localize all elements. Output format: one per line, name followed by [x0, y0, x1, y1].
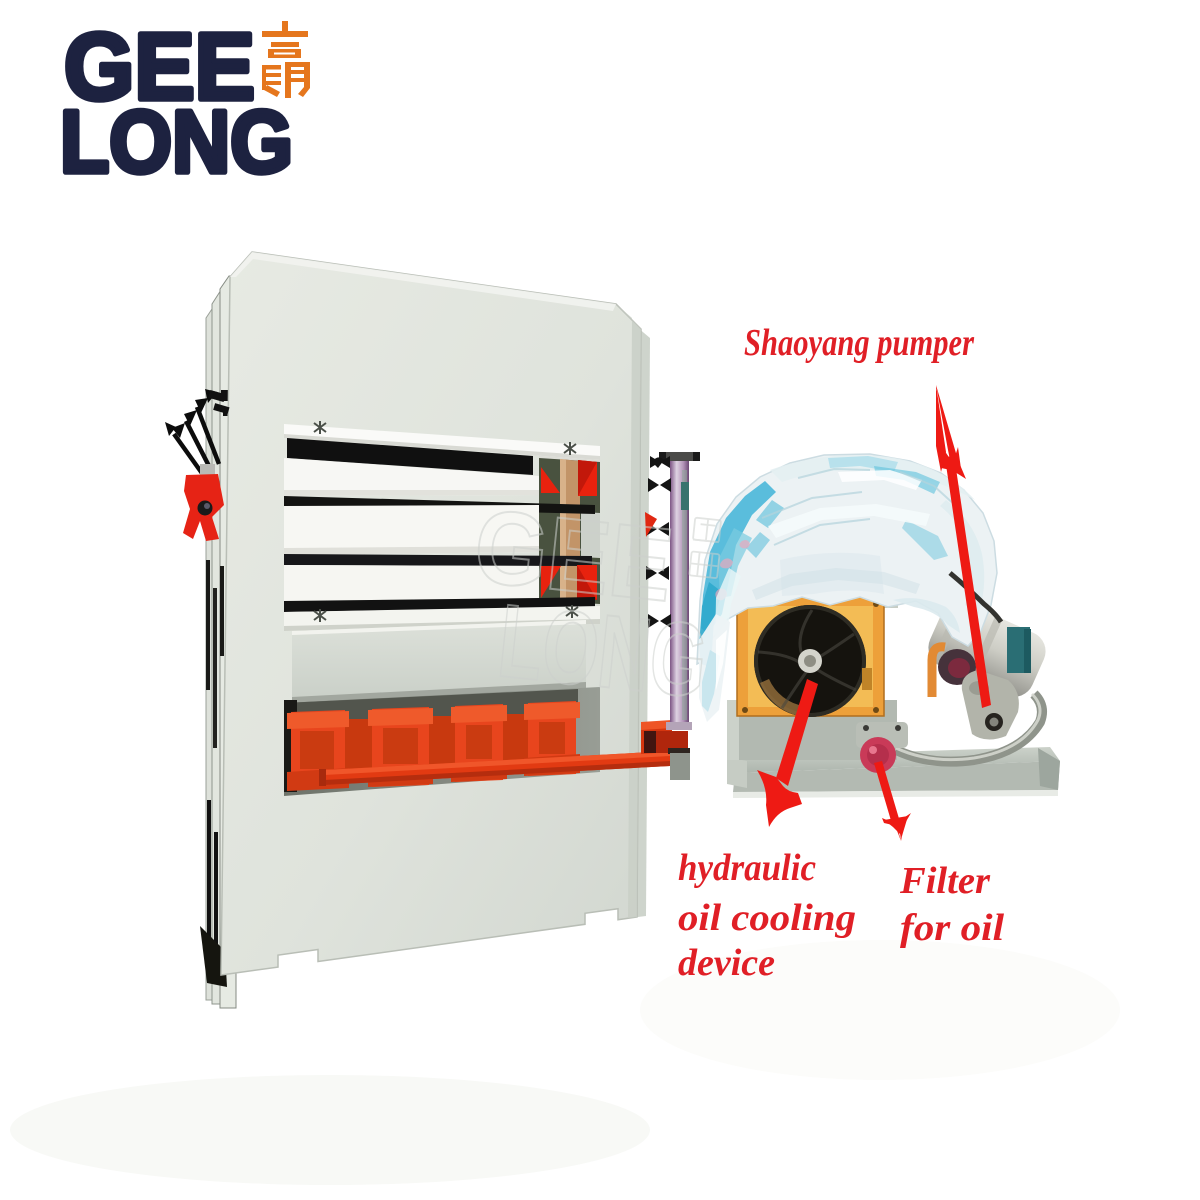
svg-text:GEE: GEE — [64, 14, 255, 120]
svg-text:LONG: LONG — [60, 92, 293, 191]
svg-text:GEE: GEE — [469, 488, 678, 624]
svg-text:for oil: for oil — [900, 907, 1004, 949]
svg-text:device: device — [678, 942, 775, 984]
svg-text:Filter: Filter — [899, 860, 991, 902]
svg-text:hydraulic: hydraulic — [678, 847, 816, 889]
svg-text:oil cooling: oil cooling — [678, 897, 856, 939]
svg-text:Shaoyang pumper: Shaoyang pumper — [744, 322, 975, 364]
svg-text:LONG: LONG — [493, 583, 712, 720]
